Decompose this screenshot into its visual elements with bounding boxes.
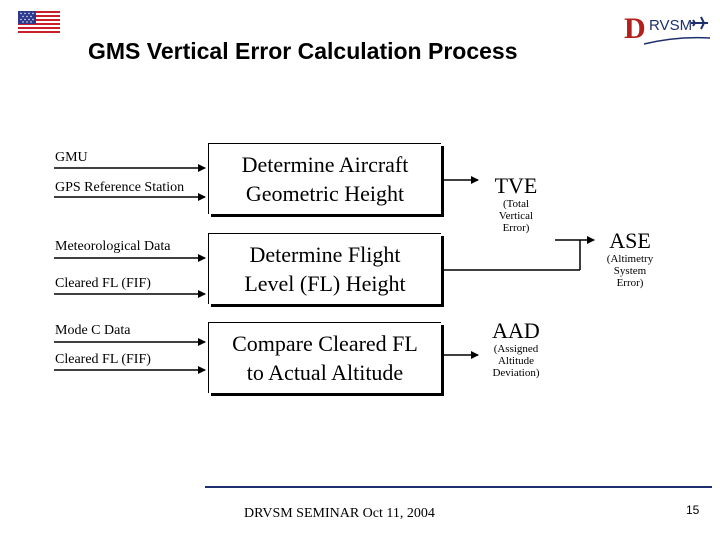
footer-divider [205, 486, 712, 488]
process-compare-line-1: Compare Cleared FL [232, 331, 418, 356]
output-aad-desc-3: Deviation) [492, 367, 540, 379]
process-geometric-height: Determine Aircraft Geometric Height [208, 143, 441, 214]
drvsm-logo: D RVSM [620, 12, 712, 46]
output-tve-label: TVE [494, 173, 538, 198]
page-number: 15 [686, 503, 700, 517]
process-geometric-height-line-2: Geometric Height [245, 181, 405, 206]
footer-text: DRVSM SEMINAR Oct 11, 2004 [244, 506, 435, 521]
output-ase-desc-3: Error) [616, 277, 644, 289]
input-gps-reference-station: GPS Reference Station [55, 180, 185, 195]
output-aad-desc-1: (Assigned [493, 343, 539, 355]
logo-swoosh [643, 36, 711, 45]
input-meteorological-data: Meteorological Data [55, 239, 171, 254]
output-tve-desc-3: Error) [502, 222, 530, 234]
logo-text: RVSM [649, 17, 693, 34]
output-ase-desc-1: (Altimetry [606, 253, 654, 265]
process-compare-line-2: to Actual Altitude [246, 360, 404, 385]
output-aad-desc-2: Altitude [497, 355, 535, 367]
input-cleared-fl-2: Cleared FL (FIF) [55, 352, 151, 367]
airplane-icon [691, 16, 708, 30]
output-tve-desc-2: Vertical [498, 210, 534, 222]
page-title: GMS Vertical Error Calculation Process [88, 38, 518, 64]
output-ase-label: ASE [609, 228, 651, 253]
process-geometric-height-line-1: Determine Aircraft [241, 152, 409, 177]
output-aad-label: AAD [492, 318, 540, 343]
process-flight-level-height-line-2: Level (FL) Height [244, 271, 406, 296]
input-mode-c-data: Mode C Data [55, 323, 131, 338]
process-flight-level-height-line-1: Determine Flight [249, 242, 401, 267]
output-tve-desc-1: (Total [502, 198, 530, 210]
process-compare: Compare Cleared FL to Actual Altitude [208, 322, 441, 393]
us-flag-icon [18, 11, 60, 35]
process-flight-level-height: Determine Flight Level (FL) Height [208, 233, 441, 304]
output-ase-desc-2: System [613, 265, 647, 277]
input-gmu: GMU [55, 150, 88, 165]
output-aad: AAD (Assigned Altitude Deviation) [477, 318, 555, 380]
output-tve: TVE (Total Vertical Error) [478, 173, 554, 235]
input-cleared-fl-1: Cleared FL (FIF) [55, 276, 151, 291]
output-ase: ASE (Altimetry System Error) [594, 228, 666, 290]
logo-letter: D [624, 12, 646, 45]
